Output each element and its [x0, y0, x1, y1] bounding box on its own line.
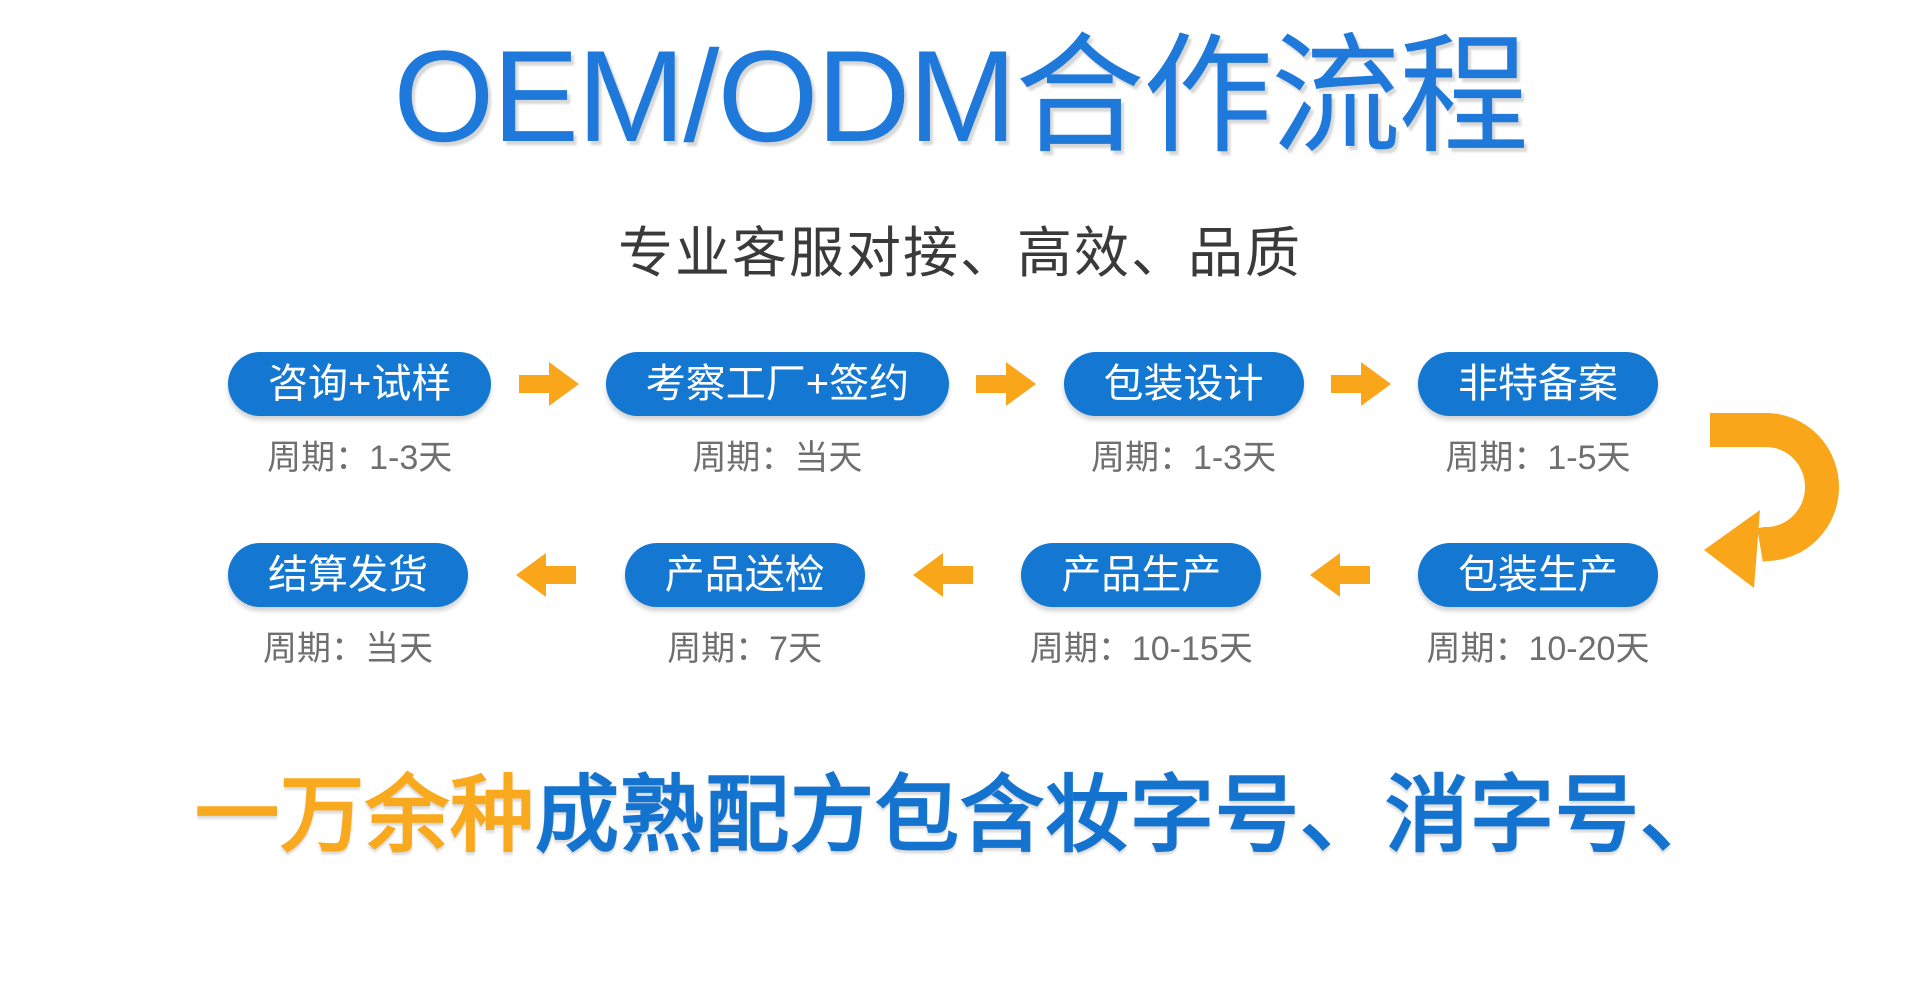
arrow-right-icon — [518, 362, 579, 406]
arrow-left-icon — [1309, 553, 1370, 597]
flow-step-factory-visit: 考察工厂+签约 周期：当天 — [605, 352, 950, 479]
flow-step-settle-ship: 结算发货 周期：当天 — [228, 543, 468, 670]
flow-step-product-production: 产品生产 周期：10-15天 — [1021, 543, 1262, 670]
flow-step-pill: 考察工厂+签约 — [605, 352, 950, 416]
flow-step-pill: 非特备案 — [1417, 352, 1658, 416]
flow-step-cycle: 周期：当天 — [692, 439, 863, 477]
page-title: OEM/ODM合作流程 — [393, 23, 1529, 169]
flow-step-consult: 咨询+试样 周期：1-3天 — [228, 352, 492, 479]
flow-step-filing: 非特备案 周期：1-5天 — [1417, 352, 1658, 479]
flow-step-cycle: 周期：7天 — [667, 630, 823, 668]
flow-step-cycle: 周期：10-15天 — [1029, 630, 1253, 668]
flow-step-package-design: 包装设计 周期：1-3天 — [1063, 352, 1304, 479]
flow-step-cycle: 周期：1-3天 — [267, 439, 453, 477]
flow-step-cycle: 周期：10-20天 — [1426, 630, 1650, 668]
arrow-left-icon — [912, 553, 973, 597]
flow-step-pill: 包装生产 — [1417, 543, 1658, 607]
flow-step-package-production: 包装生产 周期：10-20天 — [1417, 543, 1658, 670]
flow-step-cycle: 周期：当天 — [263, 630, 433, 668]
flow-row-1: 咨询+试样 周期：1-3天 考察工厂+签约 周期：当天 包装设计 周期：1-3天… — [228, 352, 1658, 479]
flow-step-product-inspection: 产品送检 周期：7天 — [624, 543, 865, 670]
footer-headline-rest: 成熟配方包含妆字号、消字号、 — [535, 768, 1726, 862]
page-subtitle: 专业客服对接、高效、品质 — [617, 222, 1302, 284]
footer-headline: 一万余种成熟配方包含妆字号、消字号、 — [0, 748, 1920, 869]
flow-step-cycle: 周期：1-5天 — [1445, 439, 1631, 477]
process-flow: 咨询+试样 周期：1-3天 考察工厂+签约 周期：当天 包装设计 周期：1-3天… — [228, 352, 1658, 670]
arrow-left-icon — [516, 553, 577, 597]
flow-step-pill: 结算发货 — [228, 543, 468, 607]
flow-step-pill: 咨询+试样 — [228, 352, 492, 416]
arrow-right-icon — [976, 362, 1037, 406]
footer-headline-highlight: 一万余种 — [194, 768, 535, 862]
flow-step-cycle: 周期：1-3天 — [1090, 439, 1277, 477]
flow-step-pill: 产品送检 — [624, 543, 865, 607]
flow-step-pill: 包装设计 — [1063, 352, 1304, 416]
flow-row-2: 结算发货 周期：当天 产品送检 周期：7天 产品生产 周期：10-15天 包装生… — [228, 543, 1658, 670]
flow-step-pill: 产品生产 — [1021, 543, 1262, 607]
arrow-right-icon — [1330, 362, 1391, 406]
u-turn-arrow-icon — [1704, 413, 1839, 588]
